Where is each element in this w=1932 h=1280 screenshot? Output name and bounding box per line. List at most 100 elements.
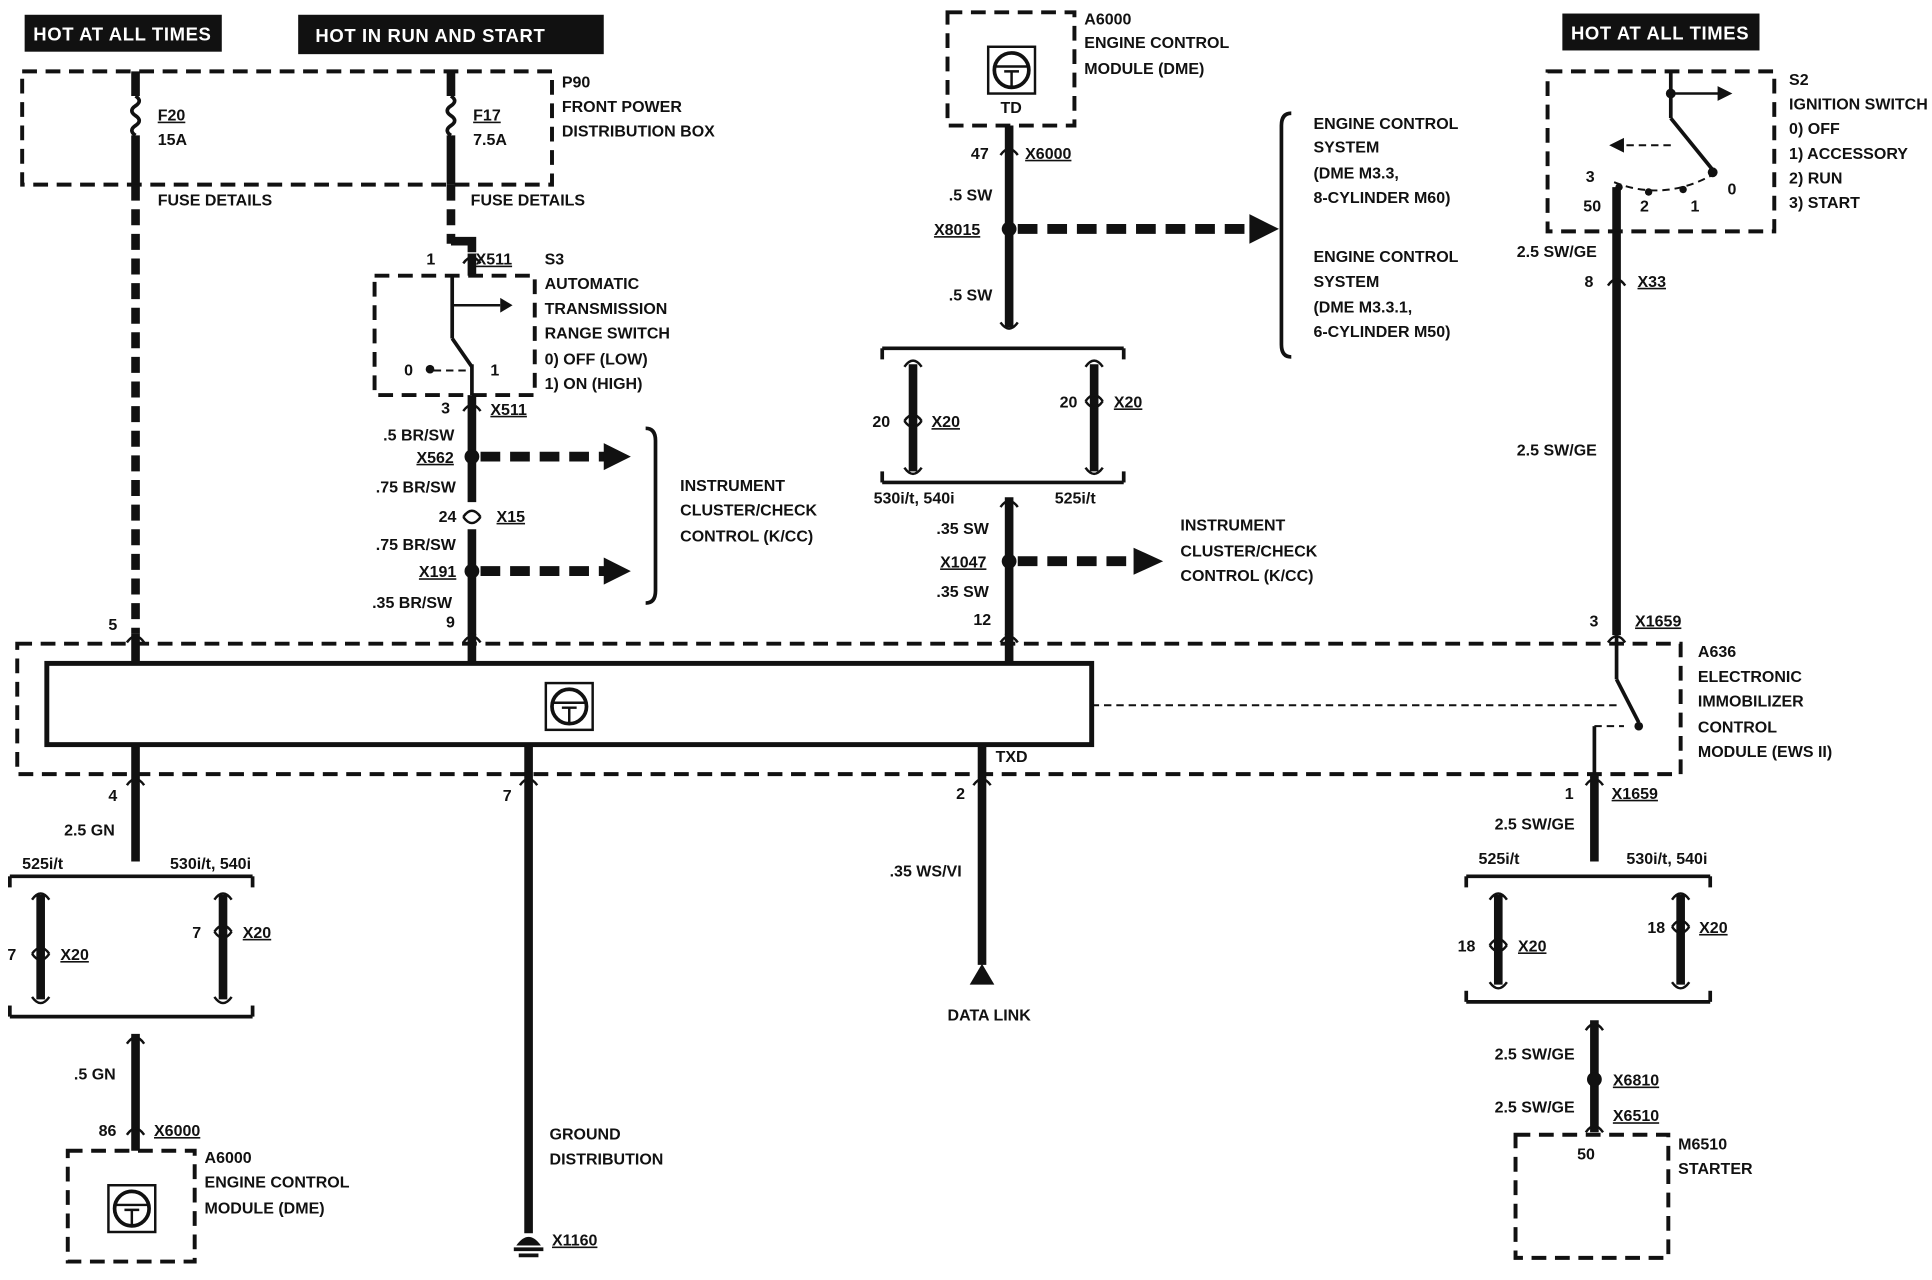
wire-sw-05-a: .5 SW <box>949 188 993 205</box>
conn-x1659-top: X1659 <box>1635 613 1681 630</box>
pin-20-mid-left: 20 <box>872 414 890 431</box>
conn-x191: X191 <box>419 564 456 581</box>
x6510-connector-icon <box>1584 1124 1605 1134</box>
p90-line2: DISTRIBUTION BOX <box>562 124 715 141</box>
s2-pin-3: 3 <box>1586 169 1595 186</box>
s3-line2: TRANSMISSION <box>545 301 668 318</box>
fuse-f20-label: F20 <box>158 108 186 125</box>
kcc-mid-l1: INSTRUMENT <box>1180 517 1285 534</box>
variant-530-540-right: 530i/t, 540i <box>1626 851 1707 868</box>
pin-8: 8 <box>1585 274 1594 291</box>
s2-opt3: 3) START <box>1789 195 1860 212</box>
pin-7-left-a: 7 <box>7 947 16 964</box>
a6000-top-td: TD <box>1001 100 1022 117</box>
x6000-connector-bottom-icon <box>125 1127 146 1136</box>
pin-9: 9 <box>446 615 455 632</box>
s2-ignition-switch: 3 50 2 1 0 <box>1545 69 1777 234</box>
s3-opt0: 0) OFF (LOW) <box>545 351 648 368</box>
pin-2: 2 <box>956 786 965 803</box>
s2-pos-2: 2 <box>1640 199 1649 216</box>
starter-pin-50: 50 <box>1577 1146 1595 1163</box>
s2-opt2: 2) RUN <box>1789 170 1842 187</box>
ecs-a1: ENGINE CONTROL <box>1313 116 1458 133</box>
kcc-mid-l2: CLUSTER/CHECK <box>1180 543 1317 560</box>
wire-wsvi-035: .35 WS/VI <box>890 863 962 880</box>
kcc-left-l3: CONTROL (K/CC) <box>680 529 813 546</box>
conn-x6810: X6810 <box>1613 1073 1659 1090</box>
fuse-details-left: FUSE DETAILS <box>158 193 273 210</box>
ecs-b1: ENGINE CONTROL <box>1313 249 1458 266</box>
fuse-f20-amp: 15A <box>158 132 188 149</box>
x33-connector-icon <box>1606 278 1627 287</box>
splice-x6810 <box>1587 1072 1602 1087</box>
a6000-top-line2: MODULE (DME) <box>1084 61 1204 78</box>
header-hot-left-text: HOT AT ALL TIMES <box>33 24 211 45</box>
s3-opt1: 1) ON (HIGH) <box>545 376 643 393</box>
s2-opt1: 1) ACCESSORY <box>1789 146 1908 163</box>
kcc-left-l1: INSTRUMENT <box>680 478 785 495</box>
starter-name: STARTER <box>1678 1161 1753 1178</box>
conn-x6000-top: X6000 <box>1025 146 1071 163</box>
pin-4: 4 <box>108 788 117 805</box>
wire-brsw-05: .5 BR/SW <box>383 428 455 445</box>
pin-18-right-a: 18 <box>1458 938 1476 955</box>
wire-brsw-075-b: .75 BR/SW <box>376 537 457 554</box>
conn-x15: X15 <box>497 509 526 526</box>
starter-id: M6510 <box>1678 1137 1727 1154</box>
pin-20-mid-right: 20 <box>1060 394 1078 411</box>
pin-7-left-b: 7 <box>192 925 201 942</box>
pin-1-x1659: 1 <box>1565 786 1574 803</box>
s3-line1: AUTOMATIC <box>545 276 640 293</box>
s2-pos-0: 0 <box>1727 181 1736 198</box>
splice-x562 <box>464 449 480 464</box>
variant-530-540-left: 530i/t, 540i <box>170 856 251 873</box>
variant-525-mid: 525i/t <box>1055 490 1097 507</box>
a636-l2: IMMOBILIZER <box>1698 693 1804 710</box>
conn-x511-bottom: X511 <box>490 402 527 419</box>
s3-line3: RANGE SWITCH <box>545 325 670 342</box>
data-link-label: DATA LINK <box>948 1007 1032 1024</box>
wire-swge-25-d: 2.5 SW/GE <box>1495 1047 1575 1064</box>
conn-x1659-bottom: X1659 <box>1612 786 1658 803</box>
ews-pin4-connector-icon <box>125 777 146 786</box>
conn-x511-top: X511 <box>476 252 513 269</box>
ecs-bracket <box>1279 111 1292 359</box>
a636-txd: TXD <box>996 749 1028 766</box>
a636-l3: CONTROL <box>1698 719 1777 736</box>
s3-pos-0: 0 <box>404 362 413 379</box>
wire-brsw-035: .35 BR/SW <box>372 595 453 612</box>
a6000-top-line1: ENGINE CONTROL <box>1084 35 1229 52</box>
conn-x6000-bottom: X6000 <box>154 1123 200 1140</box>
conn-x20-right-b: X20 <box>1699 920 1728 937</box>
x15-connector-icon <box>462 509 482 525</box>
fuse-f17-label: F17 <box>473 108 501 125</box>
ecs-a4: 8-CYLINDER M60) <box>1313 190 1450 207</box>
variant-530-540-mid: 530i/t, 540i <box>874 490 955 507</box>
m6510-starter: 50 <box>1513 1132 1671 1260</box>
a6000-engine-control-module-bottom <box>65 1148 197 1264</box>
header-hot-run-text: HOT IN RUN AND START <box>315 25 545 46</box>
ground-symbol-icon <box>513 1236 544 1258</box>
x20-variant-block-middle <box>880 346 1126 485</box>
conn-x20-mid-left: X20 <box>932 414 961 431</box>
wire-f17-jog <box>450 236 477 253</box>
fuse-f17-amp: 7.5A <box>473 132 507 149</box>
kcc-bracket-left <box>645 426 658 605</box>
ecs-b4: 6-CYLINDER M50) <box>1313 324 1450 341</box>
conn-x1160: X1160 <box>552 1233 598 1250</box>
s2-id: S2 <box>1789 72 1809 89</box>
s3-pos-1: 1 <box>490 362 499 379</box>
pin-47: 47 <box>971 146 989 163</box>
pin-12: 12 <box>973 612 991 629</box>
wire-sw-035-a: .35 SW <box>936 521 989 538</box>
conn-x20-mid-right: X20 <box>1114 394 1143 411</box>
wire-gn-05: .5 GN <box>74 1066 116 1083</box>
variant-525-left: 525i/t <box>22 856 64 873</box>
a6000-top-id: A6000 <box>1084 12 1131 29</box>
pin-3-x511: 3 <box>441 401 450 418</box>
wire-swge-25-b: 2.5 SW/GE <box>1517 442 1597 459</box>
a636-l1: ELECTRONIC <box>1698 669 1803 686</box>
p90-line1: FRONT POWER <box>562 99 683 116</box>
wire-sw-05-b: .5 SW <box>949 287 993 304</box>
